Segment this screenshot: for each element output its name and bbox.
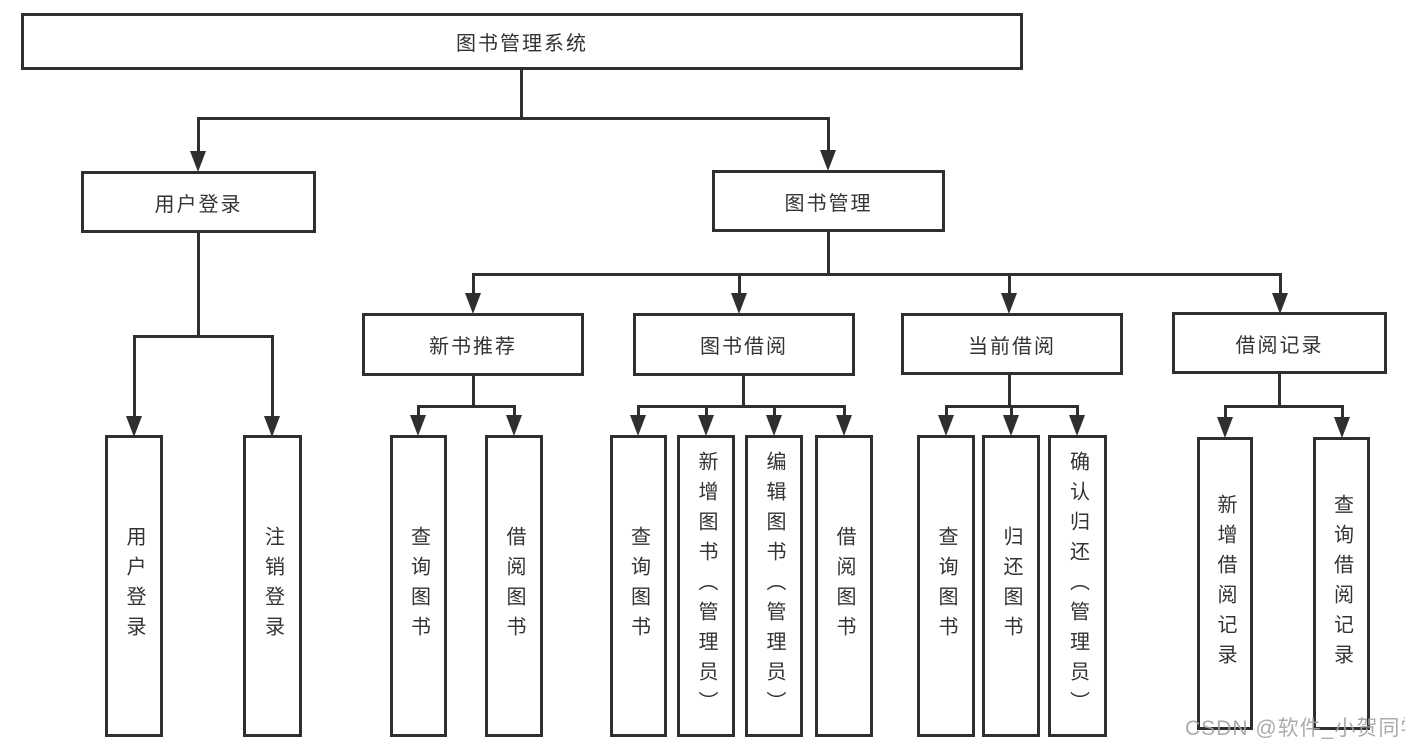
node-book-borrow-label: 图书借阅 — [700, 336, 788, 358]
node-user-login: 用户登录 — [81, 171, 316, 233]
leaf-logout-label: 注销登录 — [261, 526, 284, 646]
leaf-borrow-query-book-label: 查询图书 — [627, 526, 650, 646]
connector-drop-recommend — [472, 273, 475, 295]
arrow-down-recommend-1 — [410, 415, 426, 436]
leaf-records-query-record-label: 查询借阅记录 — [1330, 493, 1353, 674]
arrow-down-book-mgmt — [820, 150, 836, 171]
connector-root-bar — [197, 117, 830, 120]
arrow-down-login-2 — [264, 416, 280, 437]
leaf-current-confirm-return-admin-label: 确认归还（管理员） — [1066, 451, 1089, 721]
node-current-borrow-label: 当前借阅 — [968, 335, 1056, 358]
connector-current-stem — [1008, 375, 1011, 407]
arrow-down-borrow — [731, 293, 747, 314]
leaf-borrow-add-book-admin-label: 新增图书（管理员） — [695, 451, 717, 721]
leaf-recommend-query-book: 查询图书 — [390, 435, 447, 737]
arrow-down-borrow-2 — [698, 415, 714, 436]
connector-drop-current-1 — [945, 405, 948, 418]
node-book-mgmt: 图书管理 — [712, 170, 945, 232]
node-current-borrow: 当前借阅 — [901, 313, 1123, 375]
leaf-records-add-record-label: 新增借阅记录 — [1214, 493, 1236, 674]
leaf-borrow-edit-book-admin: 编辑图书（管理员） — [745, 435, 803, 737]
connector-drop-current-2 — [1010, 405, 1013, 418]
connector-drop-records-1 — [1224, 405, 1227, 420]
connector-drop-recommend-2 — [513, 405, 516, 418]
connector-recommend-stem — [472, 376, 475, 407]
arrow-down-borrow-1 — [630, 415, 646, 436]
arrow-down-current-2 — [1003, 415, 1019, 436]
arrow-down-borrow-3 — [766, 415, 782, 436]
node-book-borrow: 图书借阅 — [633, 313, 855, 376]
node-new-book-recommend-label: 新书推荐 — [429, 336, 517, 358]
connector-borrow-bar — [637, 405, 845, 408]
arrow-down-records — [1272, 293, 1288, 314]
connector-records-stem — [1278, 374, 1281, 407]
csdn-watermark: CSDN @软件_小贺同学 — [1185, 717, 1405, 740]
connector-drop-login-1 — [133, 335, 136, 417]
arrow-down-current-3 — [1069, 415, 1085, 436]
connector-login-bar — [133, 335, 274, 338]
leaf-user-login-label: 用户登录 — [123, 526, 145, 646]
leaf-current-query-book: 查询图书 — [917, 435, 975, 737]
connector-drop-records — [1279, 273, 1282, 295]
connector-drop-borrow-2 — [705, 405, 708, 418]
connector-recommend-bar — [417, 405, 516, 408]
leaf-recommend-query-book-label: 查询图书 — [407, 526, 430, 646]
connector-drop-records-2 — [1341, 405, 1344, 420]
leaf-borrow-add-book-admin: 新增图书（管理员） — [677, 435, 735, 737]
arrow-down-current-1 — [938, 415, 954, 436]
node-borrow-records-label: 借阅记录 — [1235, 334, 1324, 357]
leaf-records-add-record: 新增借阅记录 — [1197, 437, 1253, 730]
arrow-down-records-1 — [1217, 417, 1233, 438]
leaf-borrow-borrow-book-label: 借阅图书 — [833, 526, 855, 646]
leaf-current-return-book-label: 归还图书 — [1000, 526, 1022, 646]
arrow-down-records-2 — [1334, 417, 1350, 438]
node-root-label: 图书管理系统 — [456, 33, 588, 55]
leaf-borrow-borrow-book: 借阅图书 — [815, 435, 873, 737]
connector-drop-current-3 — [1076, 405, 1079, 418]
connector-mgmt-stem — [827, 232, 830, 275]
connector-mgmt-bar — [472, 273, 1282, 276]
connector-drop-current — [1008, 273, 1011, 295]
connector-drop-book-mgmt — [827, 117, 830, 155]
connector-drop-borrow-3 — [773, 405, 776, 418]
leaf-current-return-book: 归还图书 — [982, 435, 1040, 737]
connector-drop-borrow-1 — [637, 405, 640, 418]
arrow-down-user-login — [190, 151, 206, 172]
leaf-borrow-edit-book-admin-label: 编辑图书（管理员） — [763, 451, 785, 721]
leaf-logout: 注销登录 — [243, 435, 302, 737]
leaf-recommend-borrow-book-label: 借阅图书 — [503, 526, 525, 646]
connector-drop-login-2 — [271, 335, 274, 417]
leaf-recommend-borrow-book: 借阅图书 — [485, 435, 543, 737]
node-user-login-label: 用户登录 — [154, 193, 243, 216]
connector-drop-borrow — [738, 273, 741, 295]
node-new-book-recommend: 新书推荐 — [362, 313, 584, 376]
leaf-current-query-book-label: 查询图书 — [935, 526, 957, 646]
connector-drop-user-login — [197, 117, 200, 155]
leaf-records-query-record: 查询借阅记录 — [1313, 437, 1370, 730]
leaf-user-login: 用户登录 — [105, 435, 163, 737]
node-borrow-records: 借阅记录 — [1172, 312, 1387, 374]
connector-records-bar — [1224, 405, 1343, 408]
leaf-borrow-query-book: 查询图书 — [610, 435, 667, 737]
connector-login-stem — [197, 233, 200, 336]
node-book-mgmt-label: 图书管理 — [784, 192, 873, 215]
arrow-down-login-1 — [126, 416, 142, 437]
connector-root-stem — [520, 70, 523, 118]
node-root: 图书管理系统 — [21, 13, 1023, 70]
arrow-down-recommend-2 — [506, 415, 522, 436]
leaf-current-confirm-return-admin: 确认归还（管理员） — [1048, 435, 1107, 737]
arrow-down-borrow-4 — [836, 415, 852, 436]
connector-borrow-stem — [742, 376, 745, 407]
connector-drop-recommend-1 — [417, 405, 420, 418]
connector-drop-borrow-4 — [843, 405, 846, 418]
arrow-down-current — [1001, 293, 1017, 314]
arrow-down-recommend — [465, 293, 481, 314]
